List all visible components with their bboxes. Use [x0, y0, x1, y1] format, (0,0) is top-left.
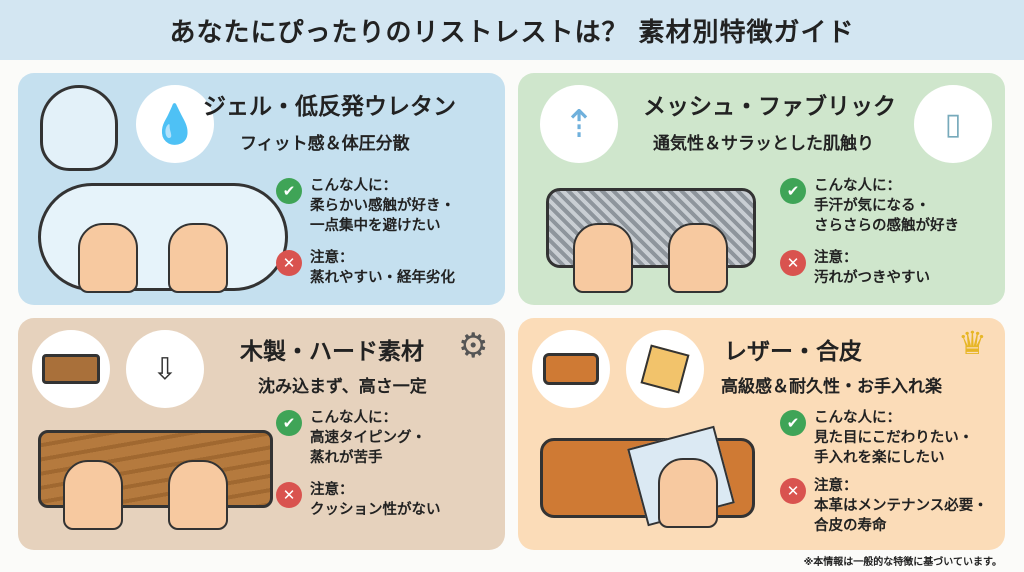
good-line: 見た目にこだわりたい・	[814, 430, 974, 446]
good-for: ✔ こんな人に： 高速タイピング・蒸れが苦手	[276, 408, 426, 468]
bad-line: 本革はメンテナンス必要・	[814, 498, 988, 514]
crown-icon: ♛	[958, 324, 987, 362]
wood-block-icon	[32, 330, 110, 408]
check-icon: ✔	[276, 178, 302, 204]
right-hand-icon	[168, 223, 228, 293]
caution: ✕ 注意： クッション性がない	[276, 480, 441, 520]
good-for: ✔ こんな人に： 見た目にこだわりたい・手入れを楽にしたい	[780, 408, 973, 468]
bad-line: クッション性がない	[310, 502, 441, 518]
good-label: こんな人に：	[310, 410, 397, 426]
card-subtitle: 沈み込まず、高さ一定	[258, 377, 427, 397]
bad-line: 合皮の寿命	[814, 518, 887, 534]
cross-icon: ✕	[276, 482, 302, 508]
card-subtitle: 高級感＆耐久性・お手入れ楽	[721, 377, 942, 397]
caution: ✕ 注意： 蒸れやすい・経年劣化	[276, 248, 455, 288]
left-hand-icon	[78, 223, 138, 293]
check-icon: ✔	[780, 178, 806, 204]
good-label: こんな人に：	[310, 178, 397, 194]
cross-icon: ✕	[780, 250, 806, 276]
good-label: こんな人に：	[814, 178, 901, 194]
left-hand-icon	[63, 460, 123, 530]
good-line: 高速タイピング・	[310, 430, 426, 446]
leather-pad-icon	[532, 330, 610, 408]
cross-icon: ✕	[276, 250, 302, 276]
right-hand-icon	[168, 460, 228, 530]
water-drop-icon: 💧	[136, 85, 214, 163]
bad-line: 汚れがつきやすい	[814, 270, 930, 286]
cloth-icon	[626, 330, 704, 408]
good-line: 手汗が気になる・	[814, 198, 930, 214]
card-subtitle: フィット感＆体圧分散	[240, 134, 410, 154]
wiping-hand-icon	[658, 458, 718, 528]
good-line: 柔らかい感触が好き・	[310, 198, 455, 214]
mesh-pad-airflow-icon: ⇡	[540, 85, 618, 163]
page-title: あなたにぴったりのリストレストは？ 素材別特徴ガイド	[169, 17, 855, 48]
gel-wrist-pad-icon	[40, 85, 118, 171]
card-leather: レザー・合皮 ♛ 高級感＆耐久性・お手入れ楽 ✔ こんな人に： 見た目にこだわりたい…	[518, 318, 1005, 550]
good-for: ✔ こんな人に： 柔らかい感触が好き・一点集中を避けたい	[276, 176, 455, 236]
bad-label: 注意：	[814, 250, 858, 266]
caution: ✕ 注意： 本革はメンテナンス必要・合皮の寿命	[780, 476, 988, 536]
gel-pad-illustration	[38, 183, 288, 291]
good-line: 一点集中を避けたい	[310, 218, 441, 234]
good-for: ✔ こんな人に： 手汗が気になる・さらさらの感触が好き	[780, 176, 959, 236]
cross-icon: ✕	[780, 478, 806, 504]
towel-icon: ▯	[914, 85, 992, 163]
good-line: さらさらの感触が好き	[814, 218, 959, 234]
bad-label: 注意：	[814, 478, 858, 494]
good-line: 蒸れが苦手	[310, 450, 383, 466]
caution: ✕ 注意： 汚れがつきやすい	[780, 248, 930, 288]
right-hand-icon	[668, 223, 728, 293]
good-label: こんな人に：	[814, 410, 901, 426]
bad-label: 注意：	[310, 482, 354, 498]
card-subtitle: 通気性＆サラッとした肌触り	[653, 134, 874, 154]
gear-icon: ⚙	[458, 326, 489, 366]
card-title: ジェル・低反発ウレタン	[203, 94, 456, 120]
card-title: 木製・ハード素材	[240, 339, 424, 365]
bad-line: 蒸れやすい・経年劣化	[310, 270, 455, 286]
card-mesh: ⇡ ▯ メッシュ・ファブリック 通気性＆サラッとした肌触り ✔ こんな人に： 手汗が…	[518, 73, 1005, 305]
press-down-icon: ⇩	[126, 330, 204, 408]
bad-label: 注意：	[310, 250, 354, 266]
card-wood: ⇩ 木製・ハード素材 ⚙ 沈み込まず、高さ一定 ✔ こんな人に： 高速タイピング・蒸…	[18, 318, 505, 550]
title-bar: あなたにぴったりのリストレストは？ 素材別特徴ガイド	[0, 0, 1024, 60]
card-gel: 💧 ジェル・低反発ウレタン フィット感＆体圧分散 ✔ こんな人に： 柔らかい感触が好…	[18, 73, 505, 305]
check-icon: ✔	[276, 410, 302, 436]
check-icon: ✔	[780, 410, 806, 436]
left-hand-icon	[573, 223, 633, 293]
good-line: 手入れを楽にしたい	[814, 450, 945, 466]
card-title: レザー・合皮	[724, 339, 862, 365]
footnote: ※本情報は一般的な特徴に基づいています。	[803, 557, 1002, 568]
card-title: メッシュ・ファブリック	[643, 94, 896, 120]
